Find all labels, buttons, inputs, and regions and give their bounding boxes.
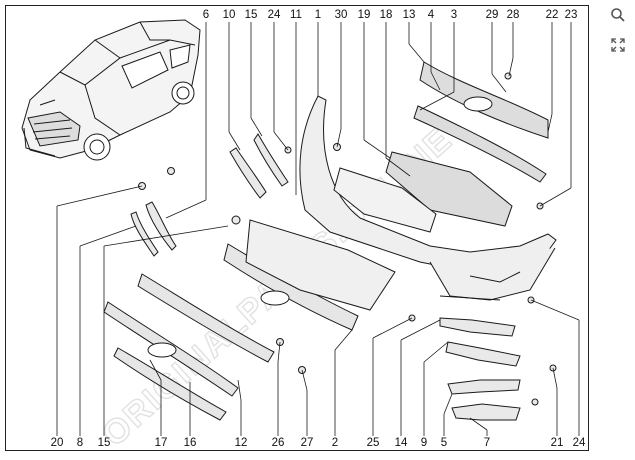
bottom-leader-tip-1 — [56, 185, 143, 207]
bottom-callout-3: 15 — [98, 437, 111, 449]
bottom-leader-tip-2 — [79, 225, 137, 247]
top-callout-14: 28 — [507, 9, 520, 21]
top-callout-5: 11 — [290, 9, 302, 21]
bottom-leader-tip-6 — [237, 379, 242, 401]
top-leader-tip-12 — [419, 91, 455, 111]
top-leader-tip-16 — [539, 187, 572, 207]
bottom-callout-6: 12 — [235, 437, 248, 449]
bottom-callout-16: 24 — [573, 437, 586, 449]
top-leader-tip-1 — [165, 199, 207, 219]
bottom-callout-7: 26 — [272, 437, 285, 449]
car-illustration — [21, 19, 201, 161]
upper-grille — [413, 61, 549, 183]
top-callout-3: 15 — [245, 9, 258, 21]
bottom-callout-14: 7 — [484, 437, 490, 449]
bottom-leader-tip-8 — [301, 369, 308, 391]
diagram-frame — [5, 5, 589, 451]
top-leader-tip-13 — [491, 73, 507, 93]
side-trims-upper — [229, 133, 292, 225]
bottom-callout-15: 21 — [551, 437, 564, 449]
bottom-leader-tip-15 — [552, 367, 558, 389]
bottom-callout-11: 14 — [395, 437, 408, 449]
top-leader-tip-3 — [250, 117, 263, 137]
bottom-leader-tip-4 — [149, 359, 162, 381]
top-leader-tip-14 — [508, 57, 514, 77]
bottom-leader-tip-14 — [469, 417, 488, 431]
bottom-callout-12: 9 — [421, 437, 427, 449]
top-leader-tip-10 — [408, 43, 425, 63]
top-callout-11: 4 — [428, 9, 435, 21]
fullscreen-button[interactable] — [607, 34, 629, 56]
top-leader-tip-11 — [430, 71, 441, 91]
bottom-callout-row: 20 8 15 17 16 12 26 27 2 25 14 9 5 7 21 24 — [51, 437, 586, 449]
bottom-callout-4: 17 — [155, 437, 168, 449]
top-leader-tip-7 — [336, 128, 342, 148]
bottom-callout-5: 16 — [184, 437, 197, 449]
bottom-callout-2: 8 — [77, 437, 83, 449]
bottom-leader-tip-11 — [400, 319, 441, 341]
bottom-callout-9: 2 — [332, 437, 338, 449]
front-bumper — [299, 95, 557, 301]
lower-grille — [385, 151, 513, 227]
bottom-callout-1: 20 — [51, 437, 64, 449]
top-callout-6: 1 — [315, 9, 321, 21]
top-callout-2: 10 — [223, 9, 236, 21]
bottom-leader-tip-12 — [423, 341, 449, 363]
top-callout-9: 18 — [380, 9, 393, 21]
zoom-button[interactable] — [607, 4, 629, 26]
expand-icon — [611, 38, 625, 52]
bumper-absorber — [333, 167, 437, 233]
bottom-leader-tip-3 — [103, 225, 229, 247]
bottom-leader-tip-16 — [530, 299, 580, 321]
bottom-leader-tip-13 — [443, 393, 453, 415]
front-grille-assembly — [103, 219, 396, 421]
top-callout-13: 29 — [486, 9, 499, 21]
bottom-callout-10: 25 — [367, 437, 380, 449]
top-callout-4: 24 — [268, 9, 281, 21]
top-callout-16: 23 — [565, 9, 578, 21]
top-callout-12: 3 — [451, 9, 457, 21]
bottom-leader-tip-7 — [277, 341, 281, 363]
leader-lines — [56, 22, 580, 436]
bottom-callout-8: 27 — [301, 437, 314, 449]
top-callout-15: 22 — [546, 9, 559, 21]
top-leader-tip-2 — [228, 131, 241, 151]
magnifier-icon — [610, 7, 626, 23]
top-callout-10: 13 — [403, 9, 416, 21]
top-leader-tip-4 — [273, 131, 289, 151]
bottom-leader-tip-10 — [372, 317, 413, 339]
top-leader-tip-15 — [547, 113, 553, 133]
bottom-leader-tip-9 — [334, 329, 353, 351]
bottom-callout-13: 5 — [441, 437, 447, 449]
side-trim-left — [130, 167, 177, 257]
top-leader-tip-9 — [385, 157, 411, 177]
top-callout-8: 19 — [358, 9, 371, 21]
top-callout-7: 30 — [335, 9, 348, 21]
top-callout-1: 6 — [203, 9, 209, 21]
lower-trims — [276, 72, 557, 421]
